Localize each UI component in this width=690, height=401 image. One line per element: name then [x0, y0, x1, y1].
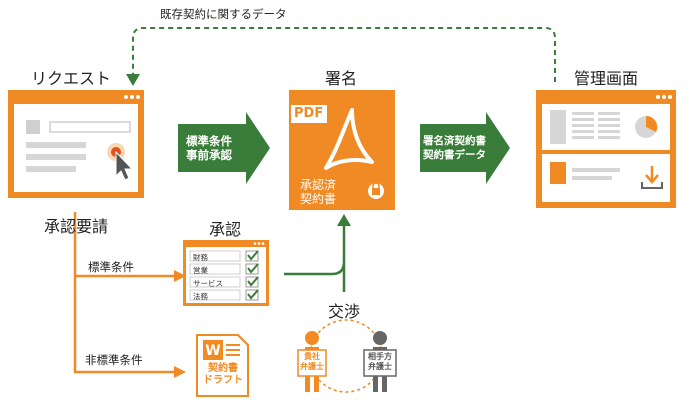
signed-line2: 契約書データ	[423, 149, 486, 161]
signed-contract-arrow	[420, 112, 510, 184]
approved-line2: 契約書	[300, 192, 337, 206]
pre-approval-line2: 事前承認	[186, 148, 232, 162]
signed-line1: 署名済契約書	[423, 135, 486, 147]
negotiation-title: 交渉	[328, 302, 361, 321]
approved-line1: 承認済	[300, 178, 337, 192]
branch-flow-lines	[73, 212, 175, 374]
approval-item-sales: 営業	[193, 266, 208, 275]
approval-item-legal: 法務	[193, 292, 208, 301]
approval-items: 財務 営業 サービス 法務	[193, 251, 223, 303]
pre-approval-label: 標準条件 事前承認	[186, 134, 232, 162]
dashed-arrowhead	[126, 74, 140, 86]
signature-title: 署名	[325, 69, 358, 88]
approval-item-finance: 財務	[193, 253, 208, 262]
approval-checklist-icon	[183, 240, 269, 306]
draft-line2: ドラフト	[203, 375, 243, 386]
pre-approval-arrow	[178, 112, 270, 184]
approval-merge-line	[284, 226, 346, 292]
nonstandard-terms-label: 非標準条件	[85, 353, 143, 367]
admin-title: 管理画面	[574, 69, 639, 88]
counterparty-lawyer-icon	[363, 331, 397, 392]
signed-contract-label: 署名済契約書 契約書データ	[423, 134, 486, 162]
approval-item-service: サービス	[193, 279, 223, 288]
standard-terms-label: 標準条件	[88, 260, 134, 274]
draft-label: 契約書 ドラフト	[199, 363, 247, 387]
our-lawyer-label: 貴社 弁護士	[298, 352, 326, 372]
request-window-icon	[8, 90, 144, 198]
their-lawyer-line2: 弁護士	[368, 362, 392, 371]
our-lawyer-line2: 弁護士	[300, 362, 324, 371]
pre-approval-line1: 標準条件	[186, 134, 232, 148]
request-title: リクエスト	[31, 69, 112, 88]
our-lawyer-icon	[297, 331, 327, 392]
pdf-contract-icon	[289, 90, 395, 210]
existing-data-dashed-arrow	[132, 27, 556, 82]
approval-request-caption: 承認要請	[44, 217, 109, 236]
their-lawyer-line1: 相手方	[368, 352, 392, 361]
svg-text:W: W	[205, 343, 220, 359]
pdf-badge: PDF	[294, 106, 324, 121]
draft-line1: 契約書	[208, 363, 238, 374]
existing-data-label: 既存契約に関するデータ	[160, 7, 287, 21]
our-lawyer-line1: 貴社	[304, 352, 320, 361]
approval-title: 承認	[209, 220, 242, 239]
approved-contract-label: 承認済 契約書	[300, 178, 336, 206]
draft-document-icon: W	[196, 334, 249, 397]
admin-window-icon	[536, 90, 676, 208]
their-lawyer-label: 相手方 弁護士	[364, 352, 396, 372]
